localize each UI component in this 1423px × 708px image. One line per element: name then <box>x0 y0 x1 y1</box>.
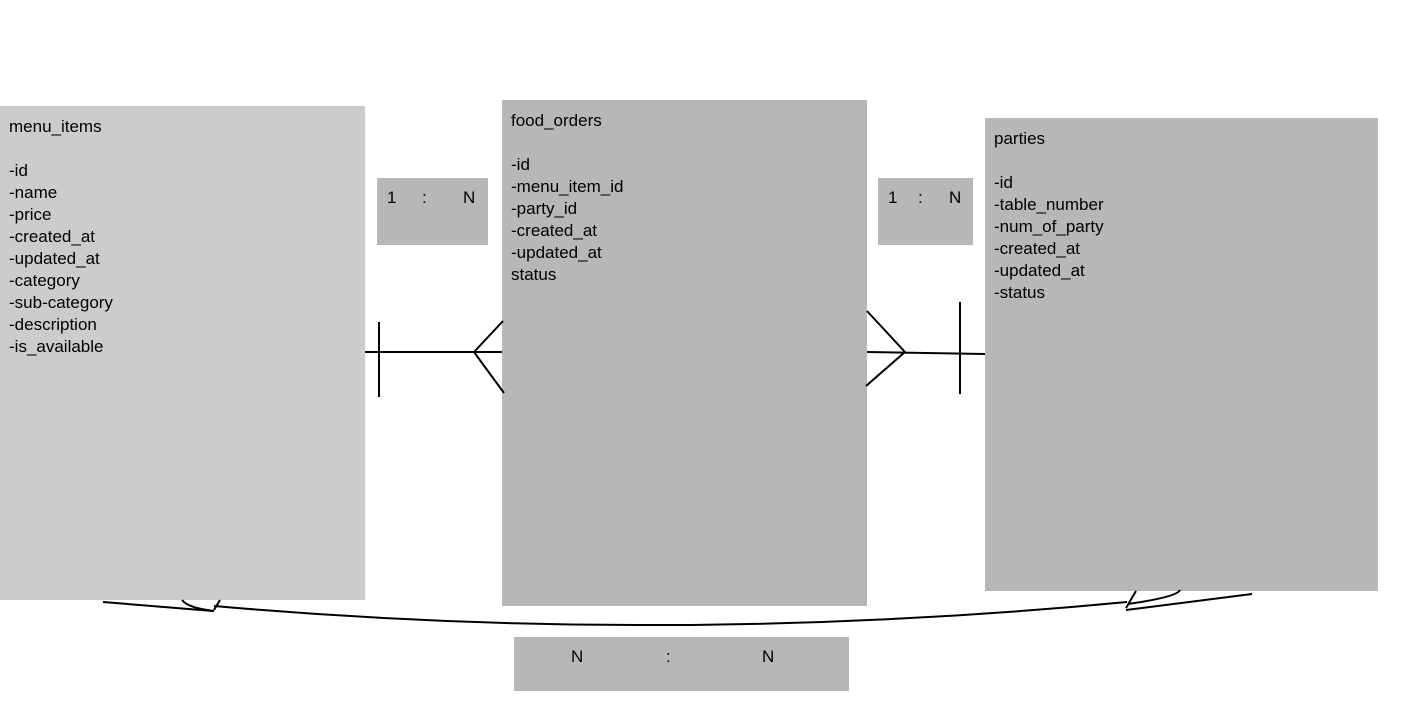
field-item: -name <box>9 183 58 202</box>
crowfoot-upper <box>866 310 906 353</box>
field-item: -created_at <box>9 227 95 246</box>
relationship-label-parties-food-orders[interactable]: 1 : N <box>878 178 973 245</box>
field-item: -price <box>9 205 52 224</box>
crowfoot-right-a <box>1127 589 1181 605</box>
field-item: status <box>511 265 557 284</box>
entity-food-orders[interactable]: food_orders -id -menu_item_id -party_id … <box>502 100 867 606</box>
field-item: -table_number <box>994 195 1104 214</box>
field-item: -menu_item_id <box>511 177 624 196</box>
field-item: -updated_at <box>511 243 602 262</box>
field-item: -category <box>9 271 80 290</box>
entity-title: menu_items <box>9 117 102 136</box>
cardinality-separator: : <box>666 647 671 666</box>
cardinality-left: 1 <box>888 188 898 207</box>
field-item: -is_available <box>9 337 104 356</box>
crowfoot-upper <box>473 320 504 353</box>
tick-left <box>102 601 214 612</box>
field-item: -id <box>511 155 530 174</box>
entity-title: food_orders <box>511 111 602 130</box>
crowfoot-lower <box>473 351 505 394</box>
connector-parties-food-orders[interactable] <box>865 302 986 394</box>
field-item: -updated_at <box>9 249 100 268</box>
entity-menu-items[interactable]: menu_items -id -name -price -created_at … <box>0 106 365 600</box>
cardinality-separator: : <box>422 188 427 207</box>
field-item: -sub-category <box>9 293 113 312</box>
entity-title: parties <box>994 129 1046 148</box>
cardinality-left: 1 <box>387 188 397 207</box>
connector-menu-items-food-orders[interactable] <box>365 320 505 397</box>
connector-line <box>866 351 986 355</box>
crowfoot-lower <box>865 351 906 387</box>
cardinality-right: N <box>463 188 476 207</box>
cardinality-left: N <box>571 647 584 666</box>
relationship-label-menu-items-parties[interactable]: N : N <box>514 637 849 691</box>
field-item: -created_at <box>994 239 1080 258</box>
field-item: -description <box>9 315 97 334</box>
tick-right <box>1125 593 1253 611</box>
field-item: -num_of_party <box>994 217 1104 236</box>
relationship-label-menu-items-food-orders[interactable]: 1 : N <box>377 178 488 245</box>
cardinality-separator: : <box>918 188 923 207</box>
field-item: -created_at <box>511 221 597 240</box>
cardinality-right: N <box>949 188 962 207</box>
crowfoot-left-b <box>213 599 221 611</box>
crowfoot-right-b <box>1125 590 1137 609</box>
crowfoot-left-a <box>181 599 215 612</box>
field-item: -updated_at <box>994 261 1085 280</box>
field-item: -id <box>9 161 28 180</box>
field-item: -status <box>994 283 1046 302</box>
entity-parties[interactable]: parties -id -table_number -num_of_party … <box>985 118 1378 591</box>
cardinality-right: N <box>762 647 775 666</box>
field-item: -id <box>994 173 1013 192</box>
field-item: -party_id <box>511 199 578 218</box>
